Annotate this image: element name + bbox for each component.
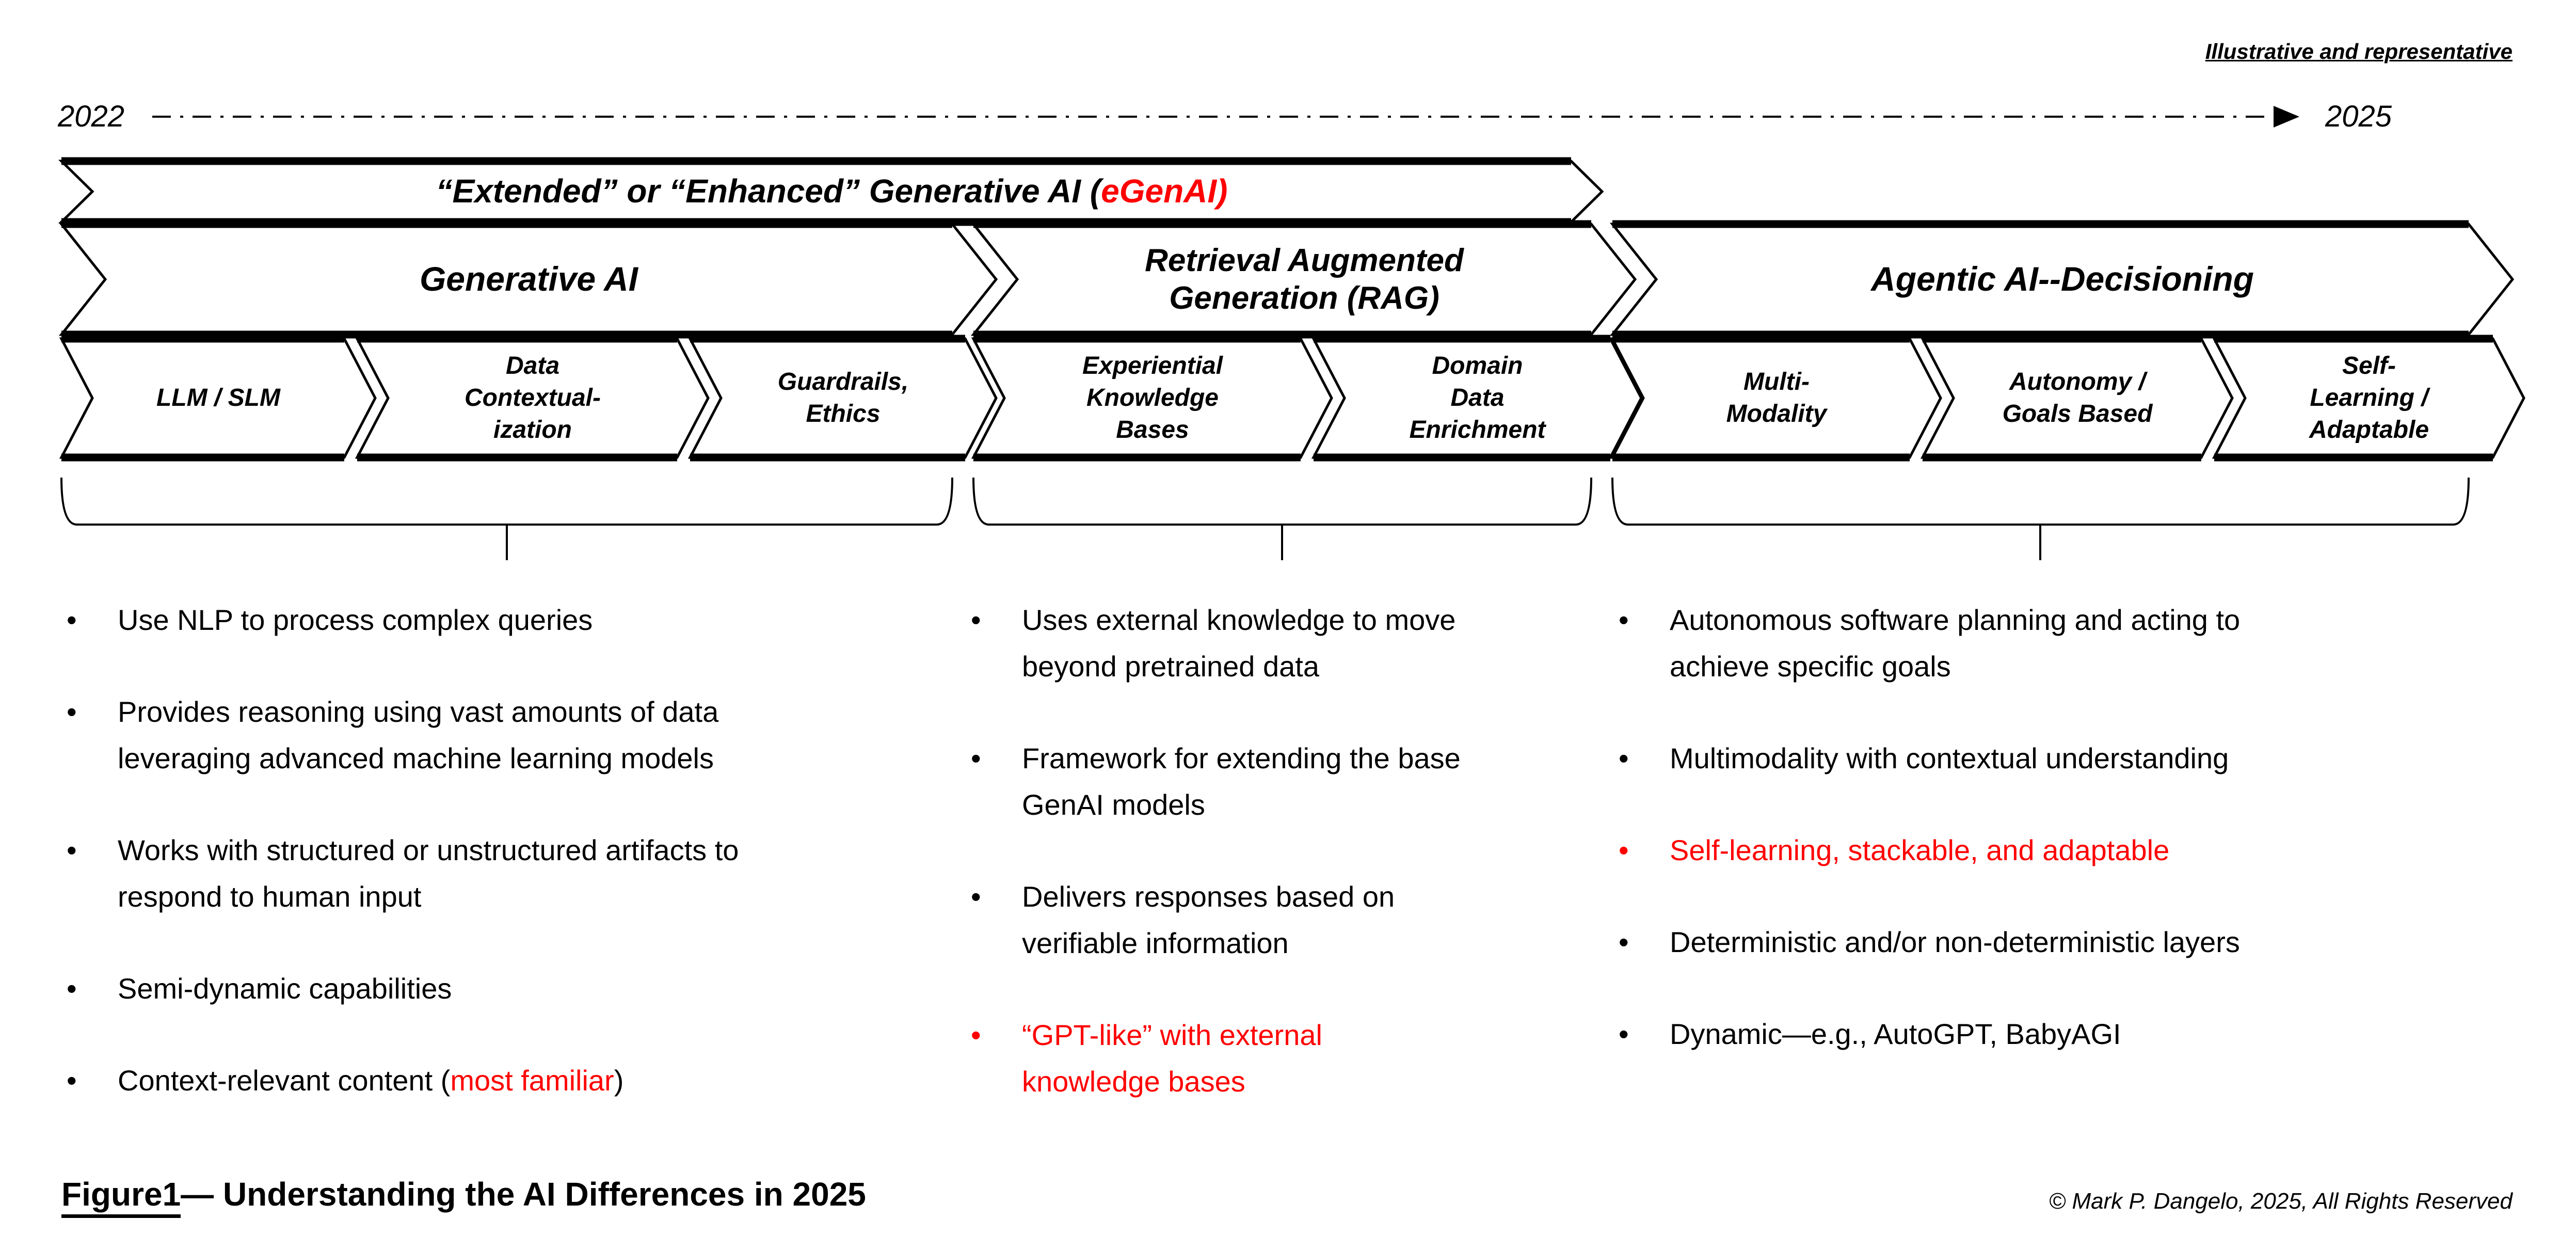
list-item: • Provides reasoning using vast amounts … bbox=[67, 689, 985, 782]
sub-chevron-experiential-knowledge-edges bbox=[973, 335, 1301, 462]
bullet-text: Autonomous software planning and acting … bbox=[1670, 604, 2241, 683]
banner-label: “Extended” or “Enhanced” Generative AI (… bbox=[92, 161, 1571, 222]
bullet-text: Uses external knowledge to move beyond p… bbox=[1022, 604, 1456, 683]
sub-chevron-domain-data-edges bbox=[1314, 335, 1610, 462]
timeline-end-label: 2025 bbox=[2325, 100, 2392, 133]
list-item: • Deterministic and/or non-deterministic… bbox=[1619, 919, 2537, 965]
list-item: • Multimodality with contextual understa… bbox=[1619, 735, 2537, 782]
bullet-icon: • bbox=[1619, 1018, 1629, 1050]
bullet-icon: • bbox=[67, 972, 77, 1005]
bullet-text: Semi-dynamic capabilities bbox=[118, 972, 452, 1005]
sub-chevron-autonomy-goals-edges bbox=[1923, 335, 2201, 462]
sub-chevron-guardrails-ethics-edges bbox=[690, 335, 965, 462]
bullet-column-rag: • Uses external knowledge to move beyond… bbox=[971, 597, 1652, 1150]
bullet-column-agentic: • Autonomous software planning and actin… bbox=[1619, 597, 2537, 1103]
figure-caption-text: — Understanding the AI Differences in 20… bbox=[181, 1176, 866, 1213]
bullet-text: Context-relevant content (most familiar) bbox=[118, 1057, 623, 1104]
bullet-text: Multimodality with contextual understand… bbox=[1670, 742, 2229, 774]
bullet-column-generative-ai: • Use NLP to process complex queries • P… bbox=[67, 597, 985, 1149]
bullet-text: Dynamic—e.g., AutoGPT, BabyAGI bbox=[1670, 1018, 2121, 1050]
list-item: • Autonomous software planning and actin… bbox=[1619, 597, 2537, 690]
stage-label-generative-ai: Generative AI bbox=[419, 260, 638, 298]
bullet-icon: • bbox=[67, 834, 77, 866]
banner-label-red: eGenAI) bbox=[1101, 172, 1228, 210]
bullet-icon: • bbox=[1619, 926, 1629, 958]
bullet-text-black: Context-relevant content ( bbox=[118, 1064, 451, 1097]
stage-chevron-rag-edges bbox=[973, 220, 1591, 339]
sub-label-experiential-knowledge: Experiential Knowledge Bases bbox=[1082, 352, 1223, 444]
illustrative-note: Illustrative and representative bbox=[2205, 39, 2513, 64]
list-item: • Semi-dynamic capabilities bbox=[67, 965, 985, 1012]
sub-chevron-multi-modality-edges bbox=[1612, 335, 1910, 462]
bullet-icon: • bbox=[1619, 604, 1629, 636]
sub-chevron-data-contextualization-edges bbox=[357, 335, 677, 462]
bullet-text: Use NLP to process complex queries bbox=[118, 604, 593, 636]
figure-caption-number: Figure1 bbox=[61, 1176, 181, 1218]
bullet-icon: • bbox=[1619, 742, 1629, 774]
bullet-text: Self-learning, stackable, and adaptable bbox=[1670, 834, 2170, 866]
sub-label-data-contextualization: Data Contextual- ization bbox=[465, 352, 601, 444]
list-item: • Uses external knowledge to move beyond… bbox=[971, 597, 1652, 690]
bullet-icon: • bbox=[1619, 834, 1629, 866]
sub-label-domain-data: Domain Data Enrichment bbox=[1409, 352, 1546, 444]
bullet-icon: • bbox=[67, 695, 77, 728]
list-item: • Dynamic—e.g., AutoGPT, BabyAGI bbox=[1619, 1011, 2537, 1057]
list-item: • “GPT-like” with external knowledge bas… bbox=[971, 1012, 1652, 1105]
list-item: • Self-learning, stackable, and adaptabl… bbox=[1619, 827, 2537, 874]
sub-chevron-self-learning-edges bbox=[2214, 335, 2493, 462]
list-item: • Delivers responses based on verifiable… bbox=[971, 874, 1652, 967]
sub-label-multi-modality: Multi- Modality bbox=[1726, 368, 1827, 427]
sub-chevron-llm-slm-edges bbox=[61, 335, 344, 462]
stage-chevron-agentic-edges bbox=[1612, 220, 2469, 339]
bullet-text: Delivers responses based on verifiable i… bbox=[1022, 880, 1395, 959]
bullet-icon: • bbox=[971, 742, 981, 774]
banner-label-black: “Extended” or “Enhanced” Generative AI ( bbox=[436, 172, 1101, 210]
list-item: • Use NLP to process complex queries bbox=[67, 597, 985, 643]
stage-label-rag: Retrieval Augmented Generation (RAG) bbox=[1145, 242, 1464, 316]
list-item: • Context-relevant content (most familia… bbox=[67, 1057, 985, 1104]
bullet-icon: • bbox=[971, 604, 981, 636]
sub-label-autonomy-goals: Autonomy / Goals Based bbox=[2002, 368, 2153, 427]
list-item: • Framework for extending the base GenAI… bbox=[971, 735, 1652, 828]
bullet-text: Deterministic and/or non-deterministic l… bbox=[1670, 926, 2240, 958]
bullet-icon: • bbox=[971, 1019, 981, 1051]
list-item: • Works with structured or unstructured … bbox=[67, 827, 985, 920]
bullet-text: Works with structured or unstructured ar… bbox=[118, 834, 739, 913]
bullet-text: Framework for extending the base GenAI m… bbox=[1022, 742, 1461, 821]
figure-caption: Figure1— Understanding the AI Difference… bbox=[61, 1175, 866, 1218]
underbrace-generative-ai bbox=[60, 477, 953, 560]
bullet-text-red: most familiar bbox=[450, 1064, 614, 1097]
sub-label-guardrails-ethics: Guardrails, Ethics bbox=[777, 368, 909, 427]
bullet-text: “GPT-like” with external knowledge bases bbox=[1022, 1019, 1322, 1098]
sub-label-llm-slm: LLM / SLM bbox=[156, 384, 280, 411]
bullet-text-black: ) bbox=[614, 1064, 624, 1097]
stage-chevron-generative-ai-edges bbox=[61, 220, 952, 339]
underbrace-rag bbox=[972, 477, 1592, 560]
stage-label-agentic: Agentic AI--Decisioning bbox=[1871, 260, 2254, 298]
underbrace-agentic bbox=[1611, 477, 2470, 560]
timeline-arrowhead-icon bbox=[2274, 106, 2299, 128]
copyright-text: © Mark P. Dangelo, 2025, All Rights Rese… bbox=[2049, 1189, 2513, 1214]
bullet-icon: • bbox=[67, 1064, 77, 1097]
sub-label-self-learning: Self- Learning / Adaptable bbox=[2309, 352, 2429, 444]
timeline-start-label: 2022 bbox=[58, 100, 125, 133]
bullet-text: Provides reasoning using vast amounts of… bbox=[118, 695, 719, 774]
bullet-icon: • bbox=[971, 880, 981, 913]
bullet-icon: • bbox=[67, 604, 77, 636]
